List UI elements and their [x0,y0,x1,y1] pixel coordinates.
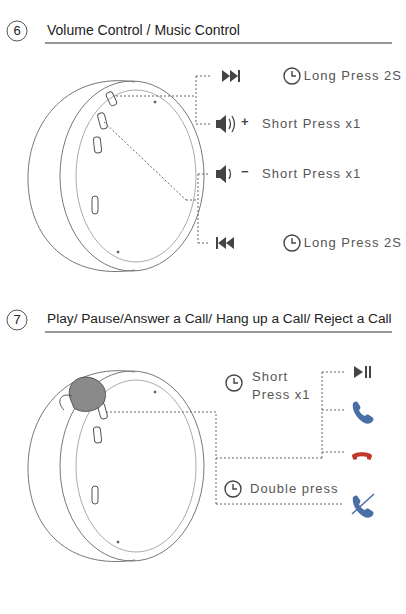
volume-sign: − [241,164,249,180]
press-label: Double press [250,481,339,497]
press-label: Long Press 2S [304,235,402,251]
press-label: Long Press 2S [304,68,402,84]
press-label: Short Press x1 [252,368,318,403]
press-label: Short Press x1 [262,116,361,132]
callout-number: 6 [8,23,26,39]
press-label: Short Press x1 [262,166,361,182]
section-heading: Volume Control / Music Control [47,22,240,39]
section-heading: Play/ Pause/Answer a Call/ Hang up a Cal… [47,311,392,327]
callout-number: 7 [8,312,26,328]
volume-sign: + [241,114,249,130]
